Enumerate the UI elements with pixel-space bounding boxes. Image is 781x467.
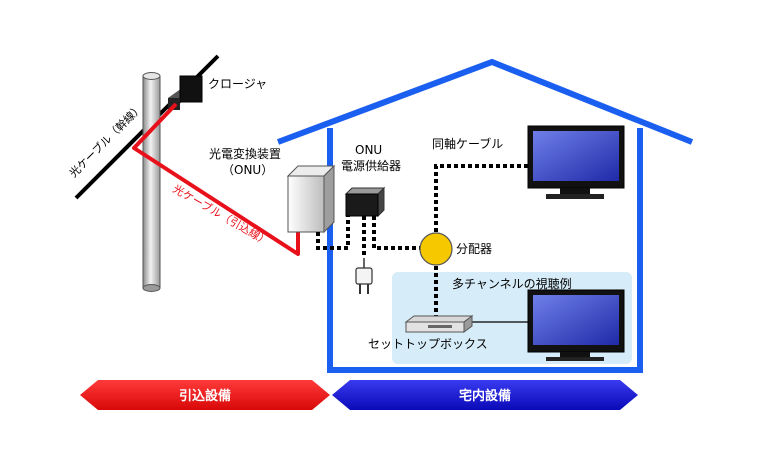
tv-icon [527, 125, 625, 199]
house-roof [276, 58, 694, 145]
onu-label-line2: （ONU） [222, 163, 273, 177]
coax-cable-label: 同軸ケーブル [432, 136, 503, 151]
settop-box-icon [404, 315, 474, 333]
closure-label: クロージャ [208, 77, 267, 91]
in-home-equipment-label: 宅内設備 [459, 388, 511, 404]
power-plug-icon [355, 258, 373, 294]
power-supply-icon [344, 186, 386, 218]
settop-box-label: セットトップボックス [368, 337, 488, 351]
drop-cable-label: 光ケーブル（引込線） [171, 181, 273, 248]
onu-label-line1: 光電変換装置 [209, 146, 281, 161]
drop-in-equipment-banner: 引込設備 [80, 380, 330, 410]
drop-in-equipment-label: 引込設備 [179, 388, 231, 404]
tv-icon [527, 289, 625, 361]
in-home-equipment-banner: 宅内設備 [332, 380, 638, 410]
coax-lines [316, 164, 528, 318]
splitter-label: 分配器 [456, 242, 492, 256]
fiber-drop-cable [132, 102, 300, 256]
onu-power-label-line2: 電源供給器 [341, 159, 401, 173]
onu-box-icon [286, 164, 336, 234]
utility-pole-icon [142, 72, 161, 292]
multichannel-label: 多チャンネルの視聴例 [452, 276, 572, 291]
onu-power-label-line1: ONU [355, 143, 382, 157]
splitter-icon [419, 232, 453, 266]
